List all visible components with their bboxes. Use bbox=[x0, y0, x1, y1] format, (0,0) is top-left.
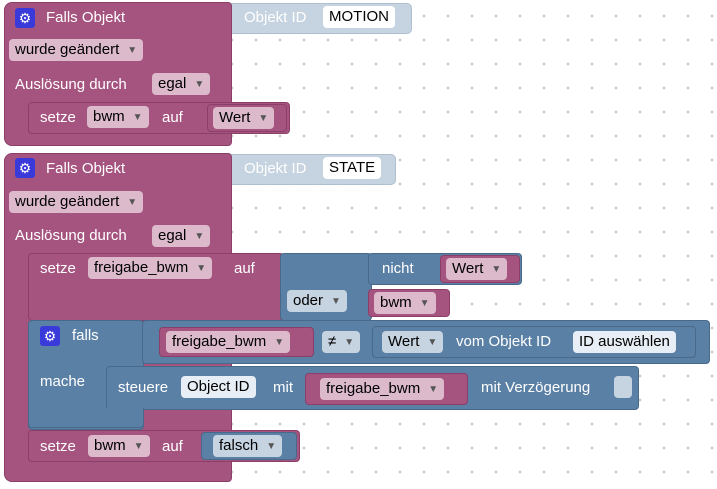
steuere-var-text: freigabe_bwm bbox=[326, 380, 421, 397]
operator-text: ≠ bbox=[328, 333, 337, 350]
operator-dropdown[interactable]: ≠▼ bbox=[322, 331, 361, 353]
gear-icon[interactable]: ⚙ bbox=[15, 158, 35, 178]
verzoegerung-checkbox[interactable] bbox=[614, 376, 632, 398]
falsch-text: falsch bbox=[219, 437, 259, 454]
dropdown-arrow-icon: ▼ bbox=[132, 112, 143, 123]
trigger-label-2: Auslösung durch bbox=[15, 227, 127, 244]
steuere-label: steuere bbox=[118, 379, 169, 396]
dropdown-arrow-icon: ▼ bbox=[331, 296, 341, 307]
setze-label-1: setze bbox=[40, 109, 76, 126]
wert-objekt-text: Wert bbox=[388, 333, 420, 350]
dropdown-arrow-icon: ▼ bbox=[194, 79, 205, 90]
dropdown-arrow-icon: ▼ bbox=[428, 384, 439, 395]
condition-dropdown-2[interactable]: wurde geändert ▼ bbox=[9, 191, 144, 213]
dropdown-arrow-icon: ▼ bbox=[258, 113, 269, 124]
trigger-dropdown-1[interactable]: egal ▼ bbox=[152, 73, 211, 95]
vom-objekt-label: vom Objekt ID bbox=[456, 333, 552, 350]
objekt-id-label-2: Objekt ID bbox=[244, 160, 307, 177]
nicht-wert-dropdown[interactable]: Wert ▼ bbox=[446, 258, 508, 280]
wert-dropdown-1[interactable]: Wert ▼ bbox=[213, 107, 275, 129]
trigger-header-2: Falls Objekt bbox=[46, 160, 126, 177]
objekt-id-label-1: Objekt ID bbox=[244, 9, 307, 26]
falls-block-bottom bbox=[28, 408, 144, 428]
setze-var-dropdown-1[interactable]: bwm ▼ bbox=[87, 106, 149, 128]
auf-label-1: auf bbox=[162, 109, 183, 126]
compare-var-text: freigabe_bwm bbox=[172, 333, 267, 350]
mit-label: mit bbox=[273, 379, 293, 396]
bwm-text: bwm bbox=[380, 294, 412, 311]
dropdown-arrow-icon: ▼ bbox=[419, 298, 430, 309]
id-auswaehlen-field[interactable]: ID auswählen bbox=[573, 331, 676, 353]
dropdown-arrow-icon: ▼ bbox=[133, 441, 144, 452]
setze-var-dropdown-3[interactable]: bwm ▼ bbox=[88, 435, 150, 457]
mache-label: mache bbox=[40, 373, 86, 390]
setze-var-text-1: bwm bbox=[93, 108, 125, 125]
condition-text-1: wurde geändert bbox=[15, 41, 120, 58]
gear-icon[interactable]: ⚙ bbox=[15, 8, 35, 28]
gear-icon[interactable]: ⚙ bbox=[40, 326, 60, 346]
dropdown-arrow-icon: ▼ bbox=[194, 231, 205, 242]
verzoegerung-label: mit Verzögerung bbox=[481, 379, 591, 396]
oder-dropdown[interactable]: oder ▼ bbox=[287, 290, 347, 312]
falls-label: falls bbox=[72, 327, 99, 344]
falsch-dropdown[interactable]: falsch ▼ bbox=[213, 435, 283, 457]
nicht-label: nicht bbox=[382, 260, 414, 277]
setze-var-text-3: bwm bbox=[94, 437, 126, 454]
trigger-header-1: Falls Objekt bbox=[46, 9, 126, 26]
dropdown-arrow-icon: ▼ bbox=[127, 197, 138, 208]
dropdown-arrow-icon: ▼ bbox=[274, 337, 285, 348]
compare-var-dropdown[interactable]: freigabe_bwm ▼ bbox=[166, 331, 291, 353]
steuere-var-dropdown[interactable]: freigabe_bwm ▼ bbox=[320, 378, 445, 400]
condition-dropdown-1[interactable]: wurde geändert ▼ bbox=[9, 39, 144, 61]
setze-label-2: setze bbox=[40, 260, 76, 277]
setze-label-3: setze bbox=[40, 438, 76, 455]
oder-text: oder bbox=[293, 292, 324, 309]
dropdown-arrow-icon: ▼ bbox=[196, 263, 207, 274]
objekt-id-value-2[interactable]: STATE bbox=[323, 157, 382, 179]
dropdown-arrow-icon: ▼ bbox=[344, 337, 355, 348]
condition-text-2: wurde geändert bbox=[15, 193, 120, 210]
auf-label-2: auf bbox=[234, 260, 255, 277]
trigger-text-2: egal bbox=[158, 227, 187, 244]
setze-var-dropdown-2[interactable]: freigabe_bwm ▼ bbox=[88, 257, 213, 279]
trigger-label-1: Auslösung durch bbox=[15, 76, 127, 93]
dropdown-arrow-icon: ▼ bbox=[266, 441, 277, 452]
auf-label-3: auf bbox=[162, 438, 183, 455]
bwm-dropdown[interactable]: bwm ▼ bbox=[374, 292, 436, 314]
setze-var-text-2: freigabe_bwm bbox=[94, 259, 189, 276]
dropdown-arrow-icon: ▼ bbox=[127, 45, 138, 56]
trigger-text-1: egal bbox=[158, 75, 187, 92]
wert-text-1: Wert bbox=[219, 109, 251, 126]
objekt-id-value-1[interactable]: MOTION bbox=[323, 6, 395, 28]
wert-objekt-dropdown[interactable]: Wert ▼ bbox=[382, 331, 444, 353]
trigger-dropdown-2[interactable]: egal ▼ bbox=[152, 225, 211, 247]
dropdown-arrow-icon: ▼ bbox=[491, 264, 502, 275]
nicht-wert-text: Wert bbox=[452, 260, 484, 277]
dropdown-arrow-icon: ▼ bbox=[427, 337, 438, 348]
object-id-field[interactable]: Object ID bbox=[181, 376, 256, 398]
